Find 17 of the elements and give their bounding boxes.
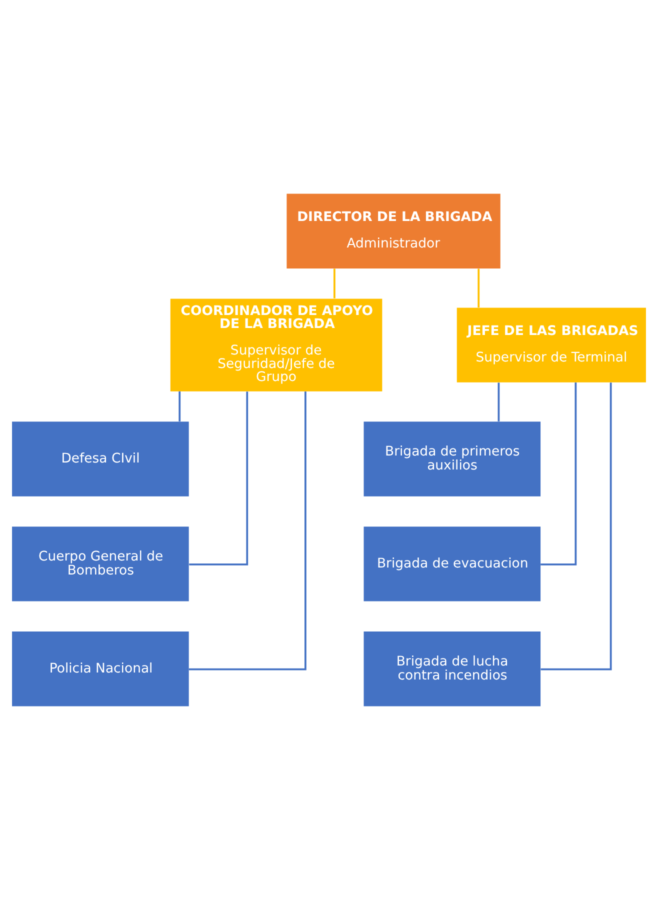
connector [178,390,181,421]
node-box: Policia Nacional [12,631,189,706]
connector [540,382,577,565]
connector [189,391,248,565]
node-box: DIRECTOR DE LA BRIGADA Administrador [286,193,500,268]
node-box: JEFE DE LAS BRIGADAS Supervisor de Terminal [456,307,646,382]
node-box: Brigada de lucha contra incendios [364,631,541,706]
node-box: COORDINADOR DE APOYO DE LA BRIGADA Supervisor de Seguridad/Jefe de Grupo [170,298,382,391]
connector [188,391,306,670]
connector [498,382,500,421]
connector [478,268,480,307]
node-box: Brigada de primeros auxilios [364,421,541,496]
node-box: Brigada de evacuacion [364,526,541,601]
node-box: Defesa CIvil [12,421,189,496]
connector [540,382,612,670]
node-box: Cuerpo General de Bomberos [12,526,189,601]
connector [334,268,336,298]
